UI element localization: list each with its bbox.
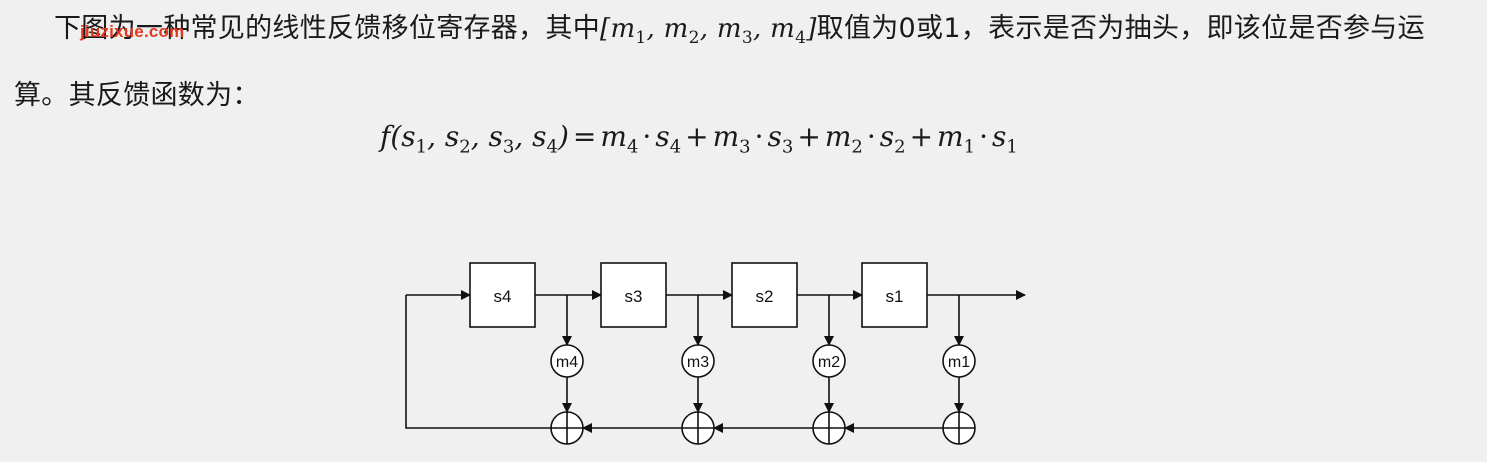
- tap-m3-label: m3: [687, 354, 709, 371]
- intro-paragraph: 下图为一种常见的线性反馈移位寄存器，其中[m1, m2, m3, m4]取值为0…: [14, 0, 1479, 125]
- tap-m2-label: m2: [818, 354, 840, 371]
- register-s3-label: s3: [625, 287, 643, 306]
- feedback-formula: f(s1, s2, s3, s4)=m4·s4+m3·s3+m2·s2+m1·s…: [380, 120, 1018, 158]
- register-s2-label: s2: [756, 287, 774, 306]
- feedback-loop-line: [405, 295, 551, 429]
- register-s2-box: [731, 262, 798, 328]
- watermark: jiuzixue.com: [80, 22, 185, 41]
- intro-text-b: 取值为0或1，表示是否为抽头，即该位是否参与运算。其反馈函数为：: [14, 13, 1425, 112]
- register-s1-box: [861, 262, 928, 328]
- intro-text-a: 下图为一种常见的线性反馈移位寄存器，其中: [54, 13, 600, 44]
- tap-m1-label: m1: [948, 354, 970, 371]
- register-s4-box: [469, 262, 536, 328]
- register-s4-label: s4: [494, 287, 512, 306]
- register-s3-box: [600, 262, 667, 328]
- register-s1-label: s1: [886, 287, 904, 306]
- tap-vector: [m1, m2, m3, m4]: [600, 14, 817, 49]
- tap-m4-label: m4: [556, 354, 578, 371]
